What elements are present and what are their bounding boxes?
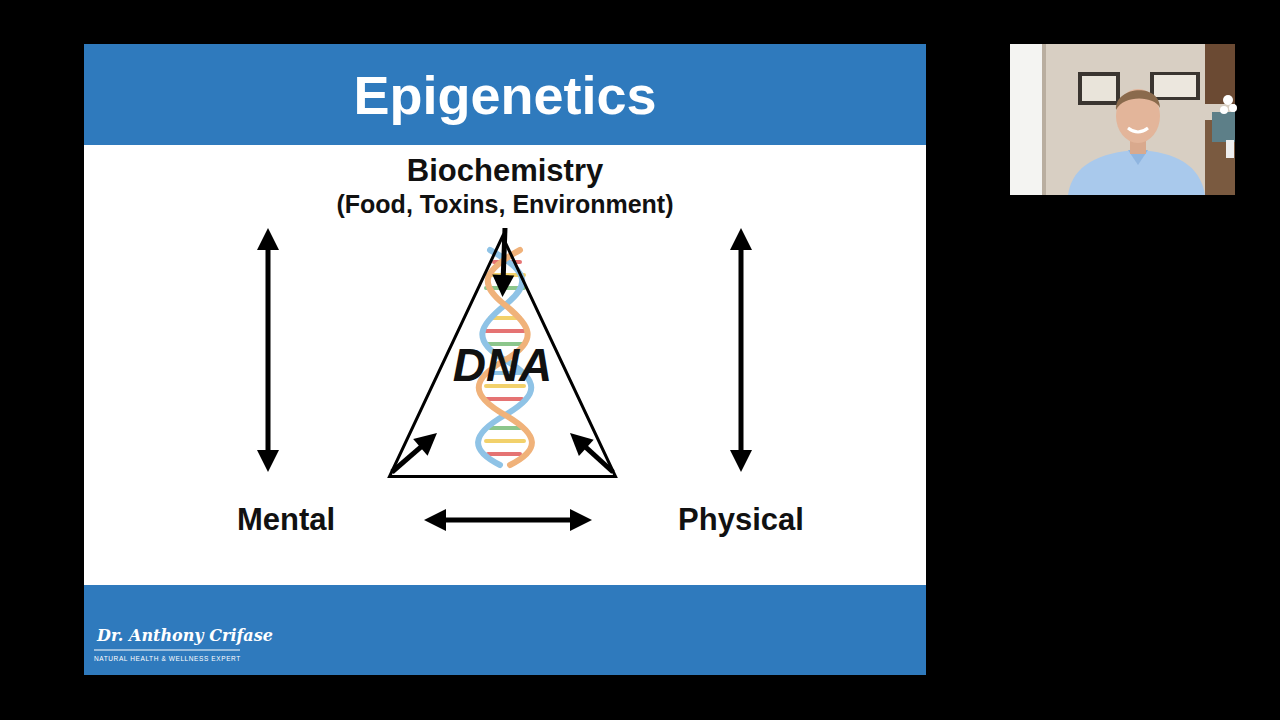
dna-triangle: DNA (388, 235, 617, 478)
logo-name: Dr. Anthony Crifase (97, 626, 273, 645)
factor-label: Biochemistry(Food, Toxins, Environment) (240, 143, 770, 228)
factor-label: Mental (158, 472, 414, 568)
node-text: Biochemistry (407, 152, 603, 189)
connector-arrow (257, 228, 279, 472)
connector-arrow (570, 433, 613, 472)
arrow-shaft (266, 248, 271, 452)
node-text: Physical (678, 501, 804, 538)
arrow-head (492, 275, 514, 297)
arrow-shaft (444, 518, 572, 523)
node-text: Mental (237, 501, 335, 538)
arrow-head (570, 509, 592, 531)
node-text: DNA (453, 320, 553, 393)
arrow-head (413, 433, 437, 456)
triangle-shape (390, 237, 616, 477)
slide-body (84, 44, 926, 675)
arrow-head (257, 450, 279, 472)
logo-rule (94, 650, 240, 651)
arrow-head (730, 228, 752, 250)
slide-title: Epigenetics (353, 64, 656, 126)
arrow-head (424, 509, 446, 531)
connector-arrow (424, 509, 592, 531)
connector-arrow (392, 433, 437, 472)
arrow-head (730, 450, 752, 472)
title-holder: Epigenetics (84, 44, 926, 145)
webcam-view (1010, 44, 1237, 195)
logo-tagline: NATURAL HEALTH & WELLNESS EXPERT (94, 655, 241, 662)
arrow-shaft (739, 248, 744, 452)
factor-label: Physical (602, 472, 880, 568)
header-band (84, 44, 926, 145)
footer-band (84, 585, 926, 675)
connector-arrow (730, 228, 752, 472)
arrow-head (570, 433, 594, 456)
arrow-head (257, 228, 279, 250)
node-text: (Food, Toxins, Environment) (336, 189, 673, 219)
